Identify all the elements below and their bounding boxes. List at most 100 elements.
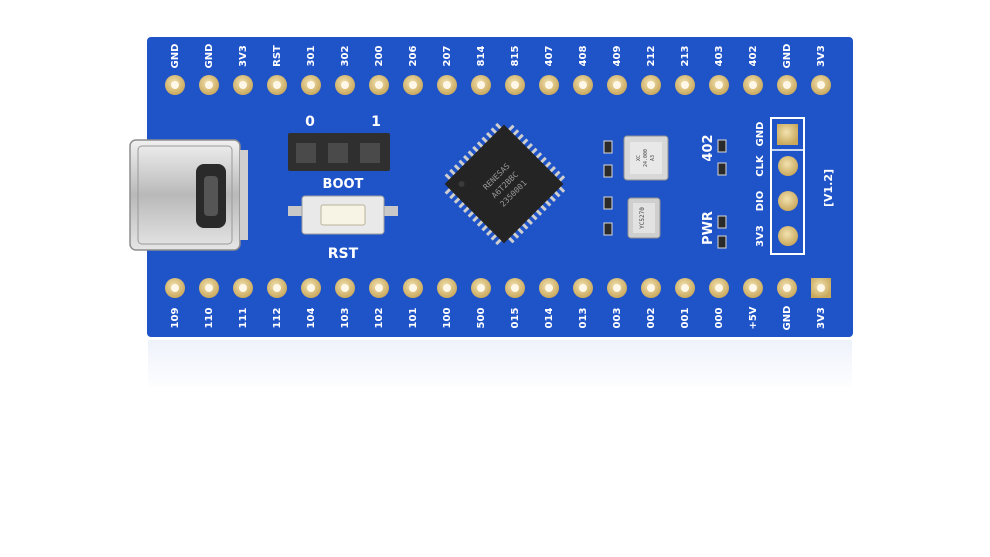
top-pin-pad-hole: [341, 81, 349, 89]
bottom-pin-pad-hole: [409, 284, 417, 292]
top-pin-label: GND: [170, 44, 181, 69]
crystal-marking-line-2: 24.000: [643, 149, 649, 167]
swd-label-3: DIO: [755, 191, 766, 212]
top-pin-label: 302: [340, 46, 351, 67]
top-pin-label: 206: [408, 46, 419, 67]
top-pin-label: RST: [272, 45, 283, 67]
top-pin-pad-hole: [205, 81, 213, 89]
boot-jumper-0-label: 0: [305, 114, 315, 130]
bottom-pin-label: 015: [510, 308, 521, 329]
bottom-pin-label: 014: [544, 308, 555, 329]
swd-header: GND CLK DIO 3V3 [V1.2]: [755, 117, 835, 255]
bottom-pin-label: 002: [646, 308, 657, 329]
top-pin-pad-hole: [545, 81, 553, 89]
bottom-pin-pad-hole: [443, 284, 451, 292]
crystal-marking-line-3: A3: [650, 155, 656, 161]
passive-components: [603, 139, 727, 249]
bottom-pin-pad-hole: [239, 284, 247, 292]
bottom-pin-label: 101: [408, 308, 419, 329]
bottom-pin-pad-hole: [545, 284, 553, 292]
rtc-crystal: YC5270: [627, 197, 661, 239]
top-pin-label: 814: [476, 46, 487, 67]
top-pin-pad-hole: [273, 81, 281, 89]
top-pin-pad-hole: [307, 81, 315, 89]
top-pin-label: 200: [374, 46, 385, 67]
bottom-pin-label: 104: [306, 308, 317, 329]
top-pin-label: 402: [748, 46, 759, 67]
power-label: PWR: [701, 211, 716, 245]
bottom-pin-pad-hole: [341, 284, 349, 292]
bottom-pin-pad-hole: [783, 284, 791, 292]
swd-label-4: 3V3: [755, 225, 766, 247]
bottom-pin-pad-hole: [375, 284, 383, 292]
reset-button[interactable]: RST: [288, 195, 398, 262]
swd-label-2: CLK: [755, 154, 766, 177]
reset-label: RST: [328, 246, 359, 262]
bottom-pin-label: 110: [204, 308, 215, 329]
bottom-pin-pad-hole: [273, 284, 281, 292]
crystal-marking-line-1: XC: [636, 155, 642, 161]
bottom-pin-pad-hole: [613, 284, 621, 292]
bottom-pin-pad-hole: [647, 284, 655, 292]
bottom-pin-label: 111: [238, 308, 249, 329]
top-pin-pad-hole: [579, 81, 587, 89]
top-pin-pad-hole: [477, 81, 485, 89]
top-pin-label: 409: [612, 46, 623, 67]
top-pin-label: GND: [782, 44, 793, 69]
bottom-pin-label: 001: [680, 308, 691, 329]
top-pin-pad-hole: [409, 81, 417, 89]
top-pin-label: 213: [680, 46, 691, 67]
top-pin-label: 407: [544, 46, 555, 67]
bottom-pin-pad-hole: [715, 284, 723, 292]
boot-jumper-1-label: 1: [371, 114, 381, 130]
bottom-pin-label: 112: [272, 308, 283, 329]
bottom-pin-label: 000: [714, 308, 725, 329]
led-label: 402: [701, 134, 716, 161]
bottom-pin-pad-hole: [579, 284, 587, 292]
bottom-pin-pad-hole: [307, 284, 315, 292]
bottom-pin-pad-hole: [171, 284, 179, 292]
top-pin-label: 3V3: [816, 45, 827, 67]
top-pin-row: GND GND 3V3 RST 301 302 200 206 207 814 815 407 408 4…: [165, 44, 831, 95]
rtc-crystal-marking: YC5270: [639, 207, 646, 229]
top-pin-pad-hole: [715, 81, 723, 89]
boot-label: BOOT: [323, 177, 364, 192]
top-pin-pad-hole: [613, 81, 621, 89]
bottom-pin-pad-hole: [477, 284, 485, 292]
boot-jumper-header: 0 1 BOOT: [288, 114, 390, 192]
bottom-pin-pad-hole: [749, 284, 757, 292]
version-label: [V1.2]: [822, 169, 835, 207]
bottom-pin-label: 013: [578, 308, 589, 329]
bottom-pin-label: +5V: [748, 306, 759, 329]
bottom-pin-label: 3V3: [816, 307, 827, 329]
bottom-pin-label: 003: [612, 308, 623, 329]
top-pin-label: 403: [714, 46, 725, 67]
top-pin-pad-hole: [681, 81, 689, 89]
bottom-pin-pad-hole: [681, 284, 689, 292]
top-pin-label: 301: [306, 46, 317, 67]
top-pin-pad-hole: [749, 81, 757, 89]
top-pin-pad-hole: [817, 81, 825, 89]
bottom-pin-pad-hole: [205, 284, 213, 292]
board-reflection: [148, 336, 852, 392]
bottom-pin-label: GND: [782, 306, 793, 331]
top-pin-pad-hole: [239, 81, 247, 89]
bottom-pin-label: 102: [374, 308, 385, 329]
top-pin-label: 815: [510, 46, 521, 67]
bottom-pin-label: 500: [476, 308, 487, 329]
top-pin-pad-hole: [783, 81, 791, 89]
bottom-pin-label: 103: [340, 308, 351, 329]
bottom-pin-label: 109: [170, 308, 181, 329]
top-pin-label: 207: [442, 46, 453, 67]
top-pin-pad-hole: [443, 81, 451, 89]
bottom-pin-pad-hole: [817, 284, 825, 292]
top-pin-pad-hole: [375, 81, 383, 89]
top-pin-pad-hole: [171, 81, 179, 89]
top-pin-label: 408: [578, 46, 589, 67]
top-pin-label: GND: [204, 44, 215, 69]
top-pin-label: 212: [646, 46, 657, 67]
main-crystal: XC 24.000 A3: [623, 135, 669, 181]
top-pin-pad-hole: [647, 81, 655, 89]
